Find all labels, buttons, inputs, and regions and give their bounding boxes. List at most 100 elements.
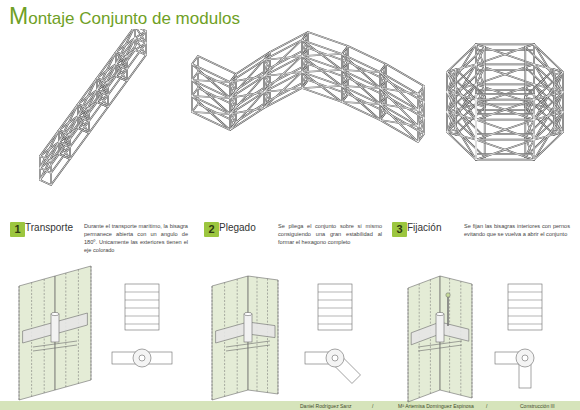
tube-fill [127, 55, 146, 81]
tube-outline [342, 94, 348, 102]
tube-fill [380, 112, 386, 120]
tube-outline [484, 97, 486, 157]
tube-stripe [318, 292, 352, 293]
hinge-pin [436, 314, 444, 342]
hinge-knuckle [516, 349, 534, 367]
tube-fill [97, 52, 116, 78]
tube-fill [230, 108, 264, 114]
tube-outline [380, 88, 418, 126]
tube-fill [192, 80, 230, 98]
tube-outline [554, 89, 563, 92]
tube-outline [341, 54, 343, 102]
tube-fill [116, 76, 127, 81]
tube-fill [476, 100, 534, 120]
hinge-pin-top [436, 312, 444, 315]
tube-fill [525, 64, 534, 67]
tube-outline [447, 72, 456, 89]
tube-fill [554, 89, 563, 92]
truss-module [230, 52, 270, 130]
tube-outline [302, 48, 308, 56]
tube-fill [534, 94, 535, 154]
tube-outline [476, 119, 534, 121]
tube-line [472, 284, 473, 398]
tube-fill [476, 44, 485, 47]
tube-fill [476, 44, 534, 45]
tube-fill [40, 142, 59, 180]
tube-fill [192, 64, 230, 82]
tube-fill [97, 52, 116, 90]
hinge-pin-top [244, 312, 252, 315]
tube-fill [59, 154, 70, 159]
tube-outline [78, 128, 89, 133]
tube-fill [78, 90, 97, 128]
tube-fill [264, 72, 302, 76]
hinge-leaf [440, 322, 469, 341]
tube-fill [418, 94, 419, 142]
tube-fill [447, 92, 476, 100]
tube-line [33, 345, 77, 351]
tube-fill [264, 60, 265, 108]
footer-band [0, 401, 580, 410]
tube-fill [525, 97, 526, 157]
tube-fill [192, 88, 198, 96]
tube-outline [40, 130, 59, 168]
tube-outline [418, 126, 424, 134]
tube-fill [447, 72, 448, 132]
hinge-arm [331, 354, 361, 384]
tube-fill [198, 56, 236, 74]
tube-fill [476, 44, 485, 67]
tube-outline [476, 43, 534, 45]
tube-fill [484, 97, 485, 157]
tube-fill [534, 92, 563, 140]
tube-fill [192, 72, 198, 80]
tube-outline [447, 112, 476, 160]
tube-outline [524, 97, 526, 157]
tube-fill [534, 114, 535, 120]
tube-fill [554, 129, 563, 132]
tube-fill [59, 116, 78, 130]
tube-fill [380, 64, 386, 72]
truss-module [192, 56, 236, 130]
tube-fill [476, 139, 534, 140]
truss-module [264, 32, 308, 108]
hinge-leaf [55, 313, 87, 334]
tube-fill [40, 154, 59, 180]
tube-fill [348, 46, 386, 64]
tube-line [278, 280, 279, 394]
plate [55, 266, 91, 390]
tube-outline [446, 72, 448, 132]
tube-fill [127, 31, 146, 57]
tube-fill [534, 134, 535, 140]
tube-outline [192, 112, 230, 130]
tube-fill [302, 80, 308, 88]
tube-fill [534, 154, 535, 160]
tube-fill [342, 86, 380, 104]
tube-fill [447, 112, 476, 140]
tube-outline [525, 64, 534, 67]
tube-fill [534, 72, 563, 120]
tube-fill [380, 88, 418, 126]
tube-outline [192, 96, 230, 114]
tube-outline [264, 92, 270, 100]
tube-fill [230, 114, 236, 122]
tube-outline [534, 112, 563, 160]
tube-stripe [125, 324, 159, 325]
tube-fill [418, 110, 424, 118]
tube-outline [348, 46, 386, 64]
tube-fill [447, 72, 476, 120]
tube-outline [301, 40, 303, 88]
tube-fill [108, 81, 127, 107]
hinge-plan [112, 284, 172, 367]
course-name: Construcción III [520, 403, 555, 409]
tube-fill [476, 100, 477, 160]
hinge-axis [522, 355, 528, 361]
tube-outline [476, 120, 534, 140]
tube-fill [264, 72, 302, 108]
tube-outline [534, 92, 563, 140]
tube-elevation [508, 284, 542, 330]
tube-fill [534, 44, 535, 104]
tube-fill [78, 90, 97, 116]
tube-fill [476, 99, 534, 100]
hinge-plan [305, 284, 360, 383]
tube-fill [308, 32, 348, 46]
